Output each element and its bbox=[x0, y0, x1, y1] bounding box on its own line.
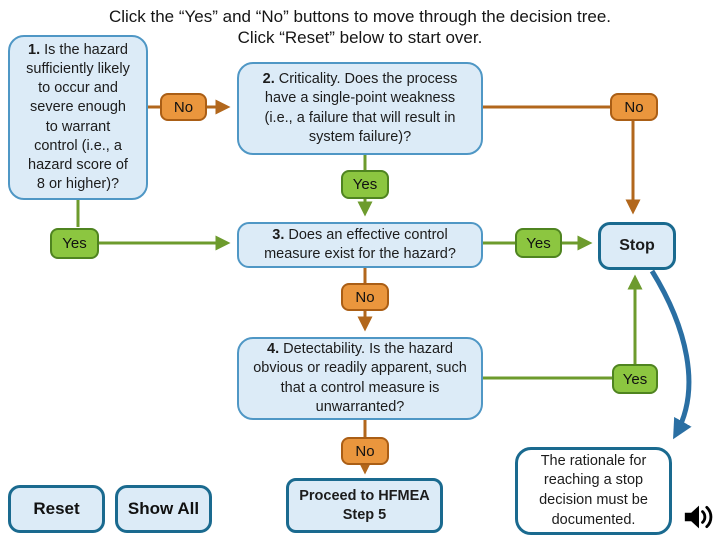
stop-label: Stop bbox=[619, 236, 655, 254]
no-label: No bbox=[355, 288, 375, 306]
no-label: No bbox=[355, 442, 375, 460]
page-title: Click the “Yes” and “No” buttons to move… bbox=[0, 6, 720, 48]
question-1-text: Is the hazard sufficiently likely to occ… bbox=[26, 42, 130, 192]
question-3-number: 3. bbox=[272, 226, 285, 243]
reset-button[interactable]: Reset bbox=[8, 485, 105, 533]
reset-label: Reset bbox=[33, 499, 80, 518]
yes-button-q4[interactable]: Yes bbox=[612, 364, 658, 394]
connector-stop-rationale bbox=[649, 269, 692, 440]
no-button-q4[interactable]: No bbox=[341, 437, 389, 465]
yes-button-q1[interactable]: Yes bbox=[50, 228, 99, 259]
yes-label: Yes bbox=[62, 235, 87, 252]
yes-label: Yes bbox=[622, 370, 648, 388]
stop-box: Stop bbox=[598, 222, 676, 270]
no-button-q2[interactable]: No bbox=[610, 93, 658, 121]
yes-label: Yes bbox=[526, 234, 551, 252]
title-line-2: Click “Reset” below to start over. bbox=[237, 28, 483, 47]
rationale-box: The rationale for reaching a stop decisi… bbox=[515, 447, 672, 535]
question-4-text: Detectability. Is the hazard obvious or … bbox=[253, 341, 467, 415]
question-box-1: 1.Is the hazard sufficiently likely to o… bbox=[8, 35, 148, 200]
question-box-3: 3.Does an effective control measure exis… bbox=[237, 222, 483, 268]
speaker-icon[interactable] bbox=[682, 501, 716, 533]
no-button-q1[interactable]: No bbox=[160, 93, 207, 121]
no-button-q3[interactable]: No bbox=[341, 283, 389, 311]
proceed-box: Proceed to HFMEA Step 5 bbox=[286, 478, 443, 533]
no-label: No bbox=[173, 98, 194, 116]
question-box-2: 2.Criticality. Does the process have a s… bbox=[237, 62, 483, 155]
yes-button-q3[interactable]: Yes bbox=[515, 228, 562, 258]
question-4-number: 4. bbox=[267, 341, 280, 358]
show-all-label: Show All bbox=[127, 499, 200, 518]
title-line-1: Click the “Yes” and “No” buttons to move… bbox=[108, 7, 612, 26]
question-2-text: Criticality. Does the process have a sin… bbox=[264, 71, 458, 145]
yes-button-q2[interactable]: Yes bbox=[341, 170, 389, 199]
show-all-button[interactable]: Show All bbox=[115, 485, 212, 533]
question-1-number: 1. bbox=[28, 42, 41, 58]
rationale-text: The rationale for reaching a stop decisi… bbox=[539, 452, 648, 528]
no-label: No bbox=[624, 98, 644, 116]
question-box-4: 4.Detectability. Is the hazard obvious o… bbox=[237, 337, 483, 420]
question-3-text: Does an effective control measure exist … bbox=[264, 226, 456, 262]
question-2-number: 2. bbox=[262, 71, 275, 88]
yes-label: Yes bbox=[352, 176, 378, 193]
proceed-label: Proceed to HFMEA Step 5 bbox=[299, 487, 430, 523]
